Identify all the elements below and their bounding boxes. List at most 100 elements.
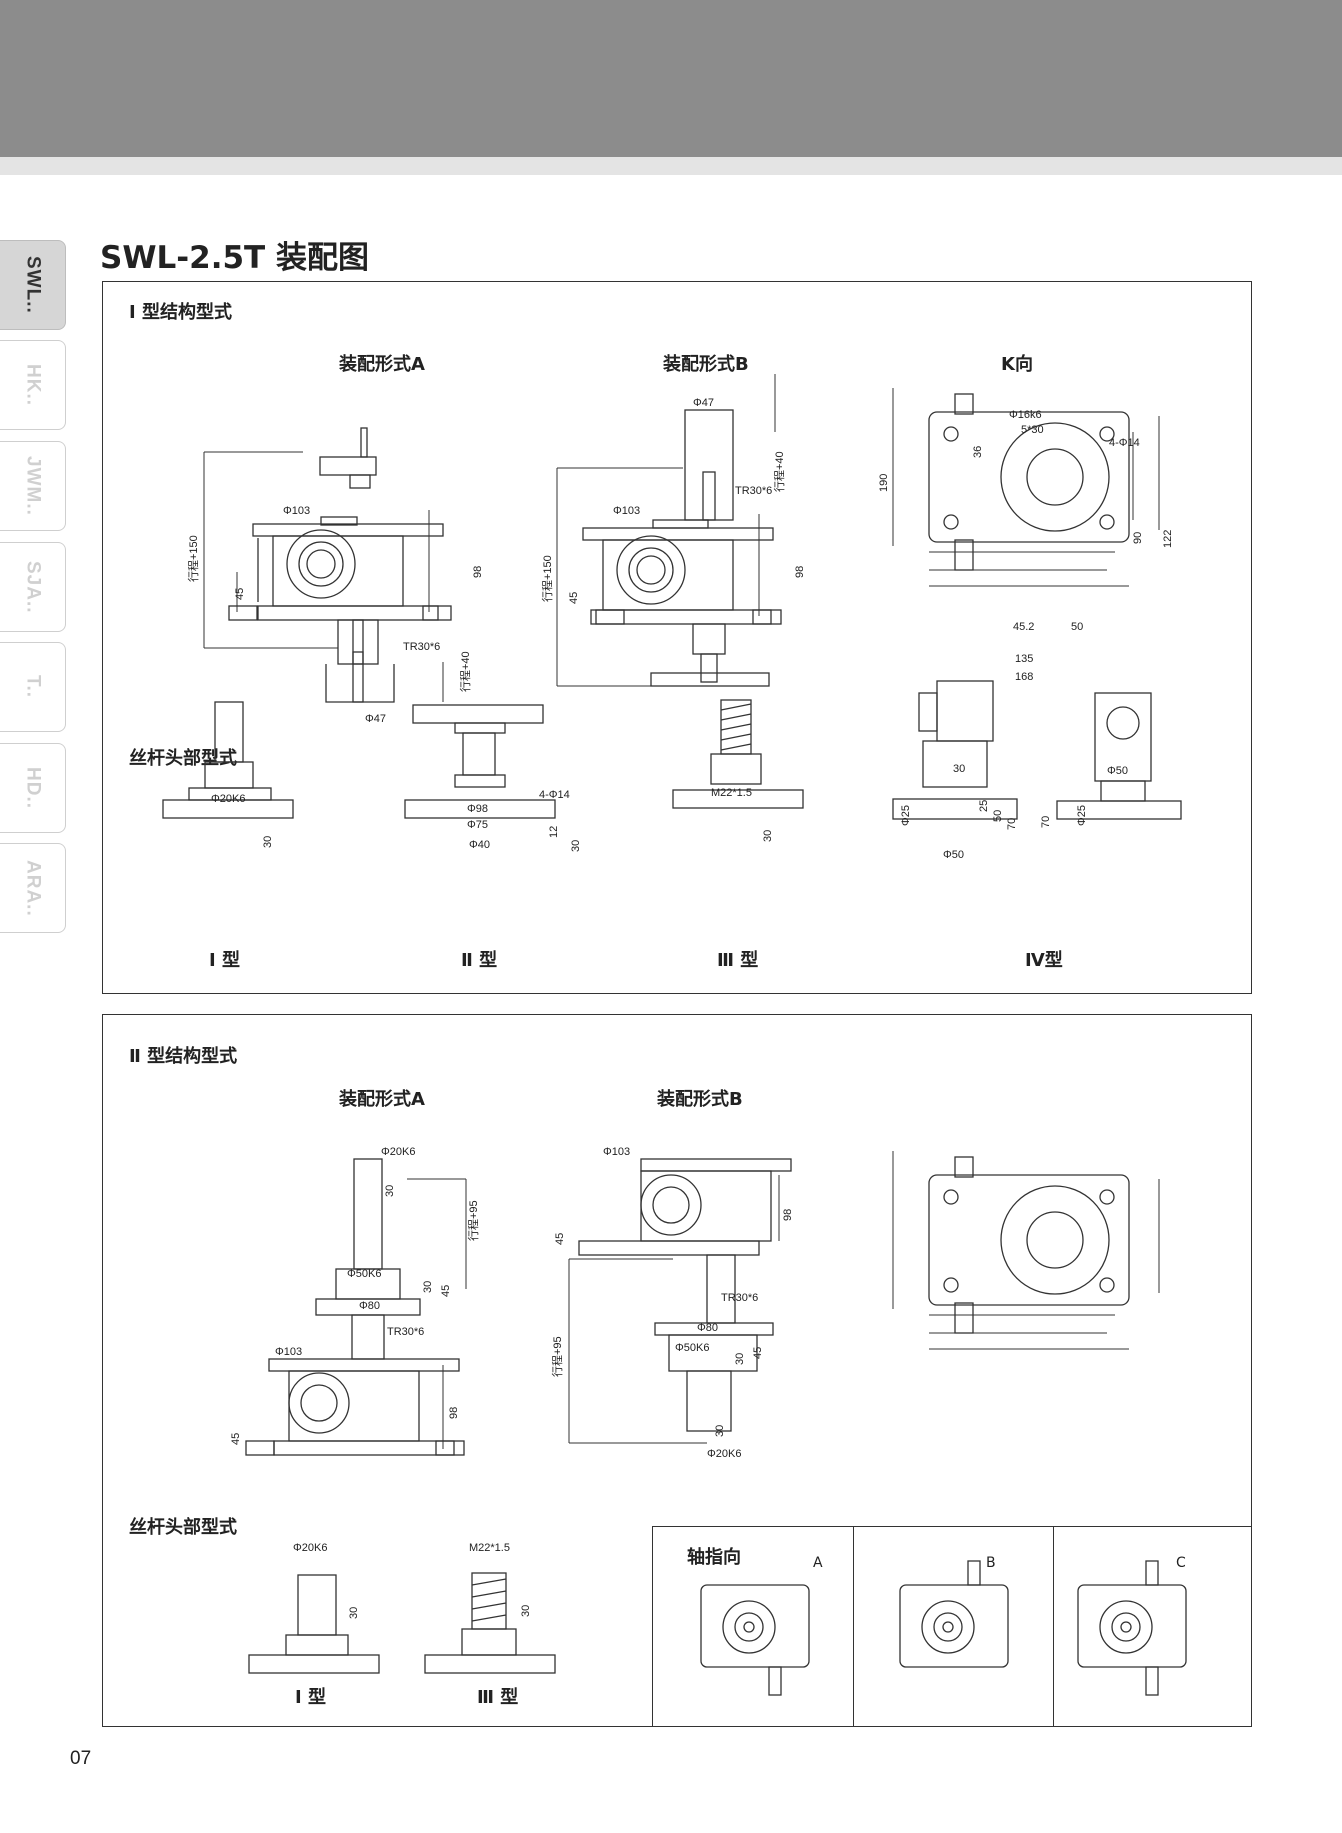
heading-assembly-b: 装配形式B [663, 354, 749, 375]
drawing-head-type-3 [672, 699, 804, 809]
dim-25-t4: 25 [978, 800, 990, 812]
dim2-30c-b: 30 [714, 1425, 726, 1437]
dim-70-t4b: 70 [1040, 816, 1052, 828]
dim-98-b: 98 [794, 566, 806, 578]
dim2-tr-b: TR30*6 [721, 1292, 758, 1304]
dim2-30-t1: 30 [348, 1607, 360, 1619]
type2-1-label: I 型 [295, 1687, 326, 1708]
dim-45-a: 45 [234, 588, 246, 600]
page-title: SWL-2.5T 装配图 [100, 240, 369, 276]
side-tab-hk[interactable]: HK.. [0, 340, 66, 430]
dim-50: 50 [1071, 621, 1083, 633]
dim-phi25-t4a: Φ25 [900, 805, 912, 826]
dim-30-t3: 30 [762, 830, 774, 842]
panel1-drawings: Φ103 行程+150 45 98 TR30*6 行程+40 Φ47 Φ47 行… [162, 374, 1182, 861]
dim2-tr-a: TR30*6 [387, 1326, 424, 1338]
header-stripe [0, 157, 1342, 175]
drawing-head-type-4 [892, 680, 1182, 820]
dim-phi20k6-t1: Φ20K6 [211, 793, 245, 805]
dim2-30b-a: 30 [422, 1281, 434, 1293]
heading-k-view: K向 [1001, 354, 1033, 375]
dim2-45-b: 45 [554, 1233, 566, 1245]
type-2-label: Ⅱ 型 [461, 950, 498, 971]
dim-stroke40-b: 行程+40 [773, 451, 786, 492]
dim2-phi20k6-t1: Φ20K6 [293, 1542, 327, 1554]
dim-phi50-t4b: Φ50 [1107, 765, 1128, 777]
dim2-phi50k6-b: Φ50K6 [675, 1342, 709, 1354]
panel2-section-title: Ⅱ 型结构型式 [129, 1046, 238, 1067]
type2-3-label: Ⅲ 型 [477, 1687, 519, 1708]
dim2-30-t3: 30 [520, 1605, 532, 1617]
dim2-phi80-b: Φ80 [697, 1322, 718, 1334]
side-tab-t[interactable]: T.. [0, 642, 66, 732]
dim2-98-a: 98 [448, 1407, 460, 1419]
dim-tr-b: TR30*6 [735, 485, 772, 497]
dim-4-holes: 4-Φ14 [1109, 437, 1140, 449]
screw-head-title-2: 丝杆头部型式 [129, 1517, 237, 1538]
dim2-45-a: 45 [440, 1285, 452, 1297]
dim-122: 122 [1162, 530, 1174, 548]
dim-70-t4a: 70 [1006, 818, 1018, 830]
dim-12: 12 [548, 826, 560, 838]
drawing-head-type-2 [404, 704, 556, 819]
dim-98-a: 98 [472, 566, 484, 578]
panel-type-2: Ⅱ 型结构型式 装配形式A 装配形式B 丝杆头部型式 I 型 Ⅲ 型 [102, 1014, 1252, 1727]
dim-30-t4: 30 [953, 763, 965, 775]
drawing2-assembly-b [568, 1158, 792, 1444]
dim2-phi80-a: Φ80 [359, 1300, 380, 1312]
type-4-label: Ⅳ型 [1025, 950, 1063, 971]
dim2-phi103-b: Φ103 [603, 1146, 630, 1158]
dim-stroke40-a: 行程+40 [459, 651, 472, 692]
axis-b-drawing [899, 1560, 1009, 1668]
heading-assembly-a: 装配形式A [339, 354, 425, 375]
panel-type-1: I 型结构型式 装配形式A 装配形式B K向 丝杆头部型式 I 型 Ⅱ 型 Ⅲ … [102, 281, 1252, 994]
dim-phi50-t4a: Φ50 [943, 849, 964, 861]
axis-a-label: A [813, 1555, 823, 1571]
side-tab-hd[interactable]: HD.. [0, 743, 66, 833]
dim-90: 90 [1132, 532, 1144, 544]
dim-tr-a: TR30*6 [403, 641, 440, 653]
drawing-assembly-a [203, 427, 452, 703]
axis-cell-a: 轴指向 A [652, 1526, 853, 1726]
dim-stroke150-b: 行程+150 [541, 555, 554, 602]
dim2-45b-b: 45 [752, 1347, 764, 1359]
dim2-phi20k6-b: Φ20K6 [707, 1448, 741, 1460]
heading2-assembly-b: 装配形式B [657, 1089, 743, 1110]
type-1-label: I 型 [209, 950, 240, 971]
type-3-label: Ⅲ 型 [717, 950, 759, 971]
dim2-phi103-a: Φ103 [275, 1346, 302, 1358]
axis-title: 轴指向 [687, 1547, 741, 1568]
side-tab-jwm[interactable]: JWM.. [0, 441, 66, 531]
drawing2-head-type-1 [248, 1574, 380, 1674]
dim-190: 190 [878, 474, 890, 492]
drawing-k-view [892, 388, 1160, 587]
dim2-stroke95-b: 行程+95 [551, 1336, 564, 1377]
dim-168: 168 [1015, 671, 1033, 683]
screw-head-title: 丝杆头部型式 [129, 748, 237, 769]
dim-phi98: Φ98 [467, 803, 488, 815]
dim-phi16k6: Φ16k6 [1009, 409, 1042, 421]
drawing2-assembly-a [245, 1158, 467, 1456]
dim2-30-b: 30 [734, 1353, 746, 1365]
axis-cell-b: B [853, 1526, 1053, 1726]
dim-36: 36 [972, 446, 984, 458]
page-number: 07 [70, 1748, 92, 1769]
panel1-section-title: I 型结构型式 [129, 302, 232, 323]
axis-cell-c: C [1053, 1526, 1251, 1726]
panel2-drawings: Φ20K6 30 Φ50K6 Φ80 行程+95 30 45 TR30*6 Φ1… [230, 1146, 1160, 1674]
dim-4-holes-t2: 4-Φ14 [539, 789, 570, 801]
drawing2-k-view [892, 1151, 1160, 1350]
dim2-phi50k6-a: Φ50K6 [347, 1268, 381, 1280]
axis-c-label: C [1176, 1555, 1186, 1571]
axis-a-drawing [700, 1584, 810, 1696]
drawing-assembly-b [556, 374, 782, 687]
dim-phi40: Φ40 [469, 839, 490, 851]
drawing-head-type-1 [162, 701, 294, 819]
side-tab-swl[interactable]: SWL.. [0, 240, 66, 330]
side-tab-sja[interactable]: SJA.. [0, 542, 66, 632]
dim-135: 135 [1015, 653, 1033, 665]
header-band [0, 0, 1342, 157]
dim-45-b: 45 [568, 592, 580, 604]
dim-phi25-t4b: Φ25 [1076, 805, 1088, 826]
side-tab-ara[interactable]: ARA.. [0, 843, 66, 933]
